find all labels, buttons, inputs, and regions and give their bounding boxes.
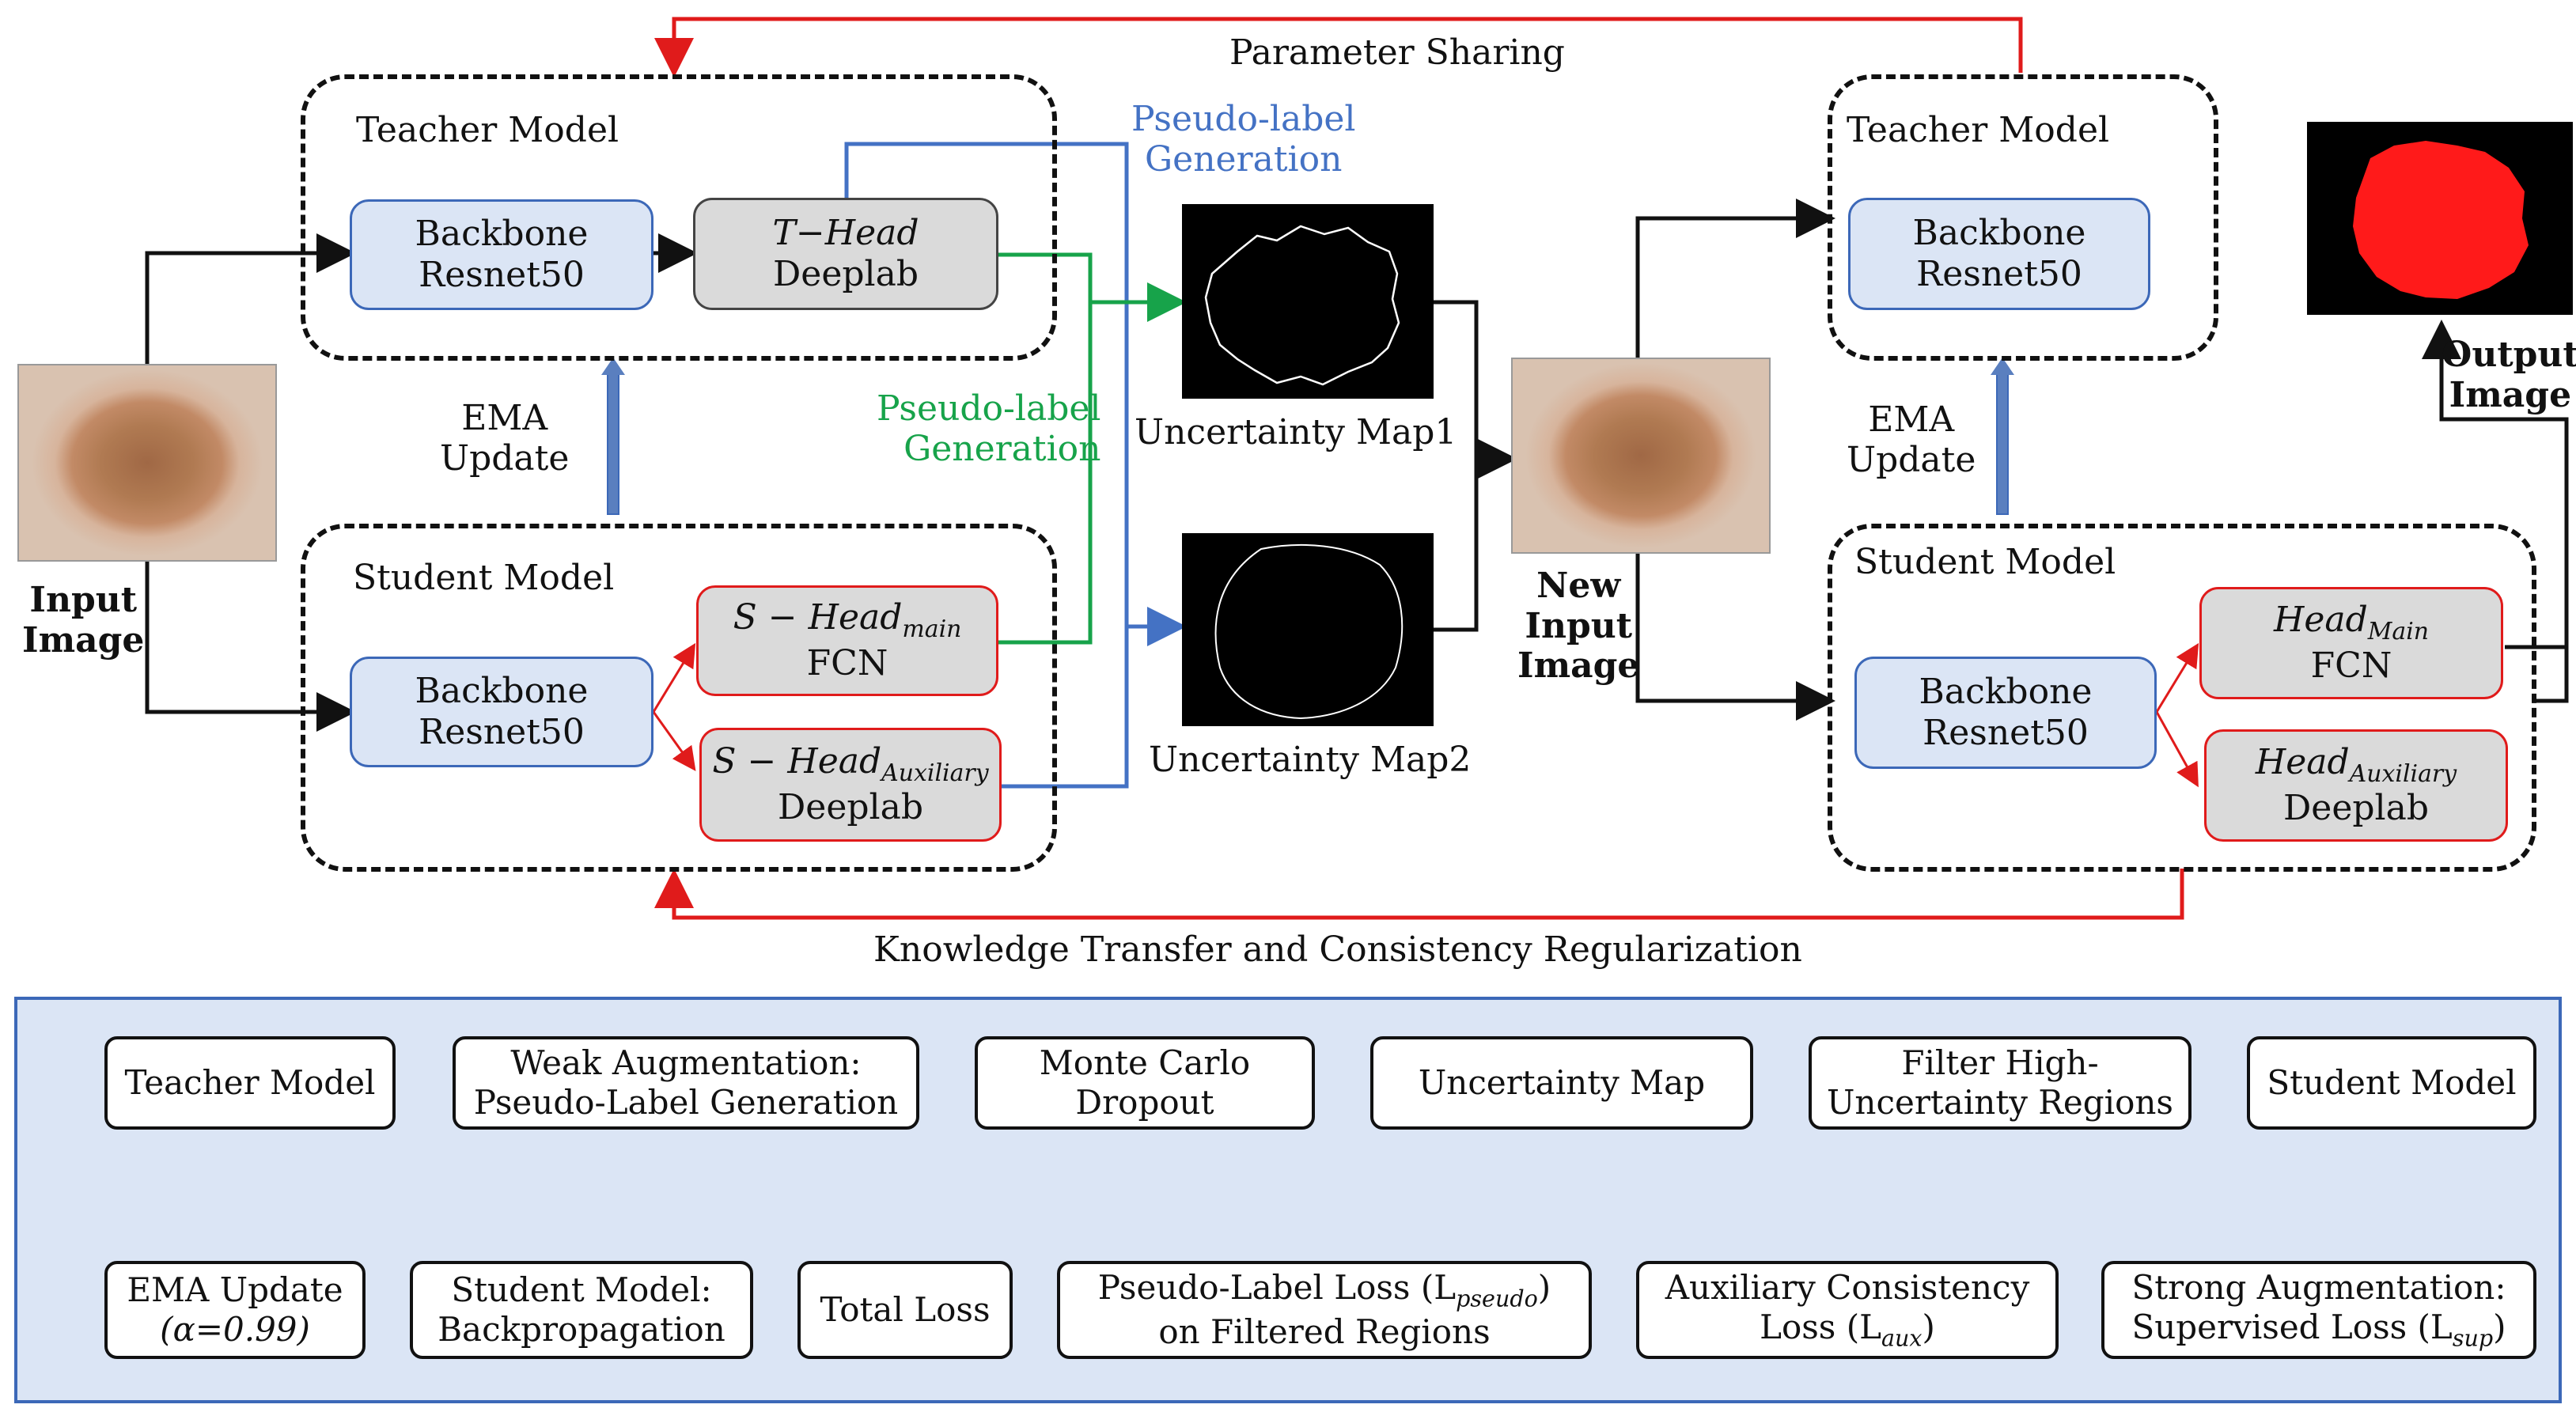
ema-arrow-left	[607, 371, 619, 515]
step-auxiliary-consistency-loss: Auxiliary Consistency Loss (Laux)	[1636, 1261, 2059, 1359]
green-pseudo-arrow	[998, 252, 1187, 322]
step-student-backprop: Student Model:Backpropagation	[410, 1261, 753, 1359]
step-pseudo-label-loss: Pseudo-Label Loss (Lpseudo) on Filtered …	[1057, 1261, 1592, 1359]
uncertainty-map1-image	[1182, 204, 1434, 399]
right-teacher-title: Teacher Model	[1847, 110, 2110, 150]
left-student-group	[301, 524, 1057, 872]
input-to-teacher-arrow	[145, 233, 356, 364]
s-head-main-fcn: S − Headmain FCN	[696, 585, 998, 696]
uncertainty-map2-label: Uncertainty Map2	[1149, 740, 1472, 780]
blue-pseudo-arrow	[844, 142, 1187, 646]
uncertainty-map1-label: Uncertainty Map1	[1135, 412, 1457, 452]
parameter-sharing-arrow	[654, 17, 2023, 78]
new-input-image	[1511, 358, 1771, 554]
head-auxiliary-deeplab: HeadAuxiliary Deeplab	[2204, 729, 2508, 842]
parameter-sharing-label: Parameter Sharing	[1229, 32, 1565, 73]
head-main-fcn: HeadMain FCN	[2199, 587, 2503, 699]
step-teacher-model: Teacher Model	[104, 1036, 396, 1130]
step-strong-augmentation: Strong Augmentation: Supervised Loss (Ls…	[2101, 1261, 2536, 1359]
left-teacher-group	[301, 74, 1057, 361]
input-to-student-arrow	[145, 562, 356, 732]
step-ema-update: EMA Update (α=0.99)	[104, 1261, 366, 1359]
step-student-model: Student Model	[2247, 1036, 2536, 1130]
step-uncertainty-map: Uncertainty Map	[1370, 1036, 1753, 1130]
s-head-auxiliary-deeplab: S − HeadAuxiliary Deeplab	[699, 728, 1002, 842]
step-weak-augmentation: Weak Augmentation:Pseudo-Label Generatio…	[453, 1036, 919, 1130]
step-filter-high-uncertainty: Filter High-Uncertainty Regions	[1809, 1036, 2191, 1130]
left-teacher-title: Teacher Model	[356, 110, 619, 150]
right-student-title: Student Model	[1854, 542, 2116, 582]
step-total-loss: Total Loss	[797, 1261, 1013, 1359]
output-image	[2307, 122, 2573, 315]
right-teacher-group	[1828, 74, 2218, 361]
uncertainty-map2-image	[1182, 533, 1434, 726]
left-student-title: Student Model	[353, 558, 615, 598]
ema-arrow-right	[1996, 371, 2009, 515]
knowledge-transfer-label: Knowledge Transfer and Consistency Regul…	[873, 929, 1802, 970]
knowledge-transfer-arrow	[654, 869, 2184, 920]
input-image	[17, 364, 277, 562]
right-student-group	[1828, 524, 2536, 872]
